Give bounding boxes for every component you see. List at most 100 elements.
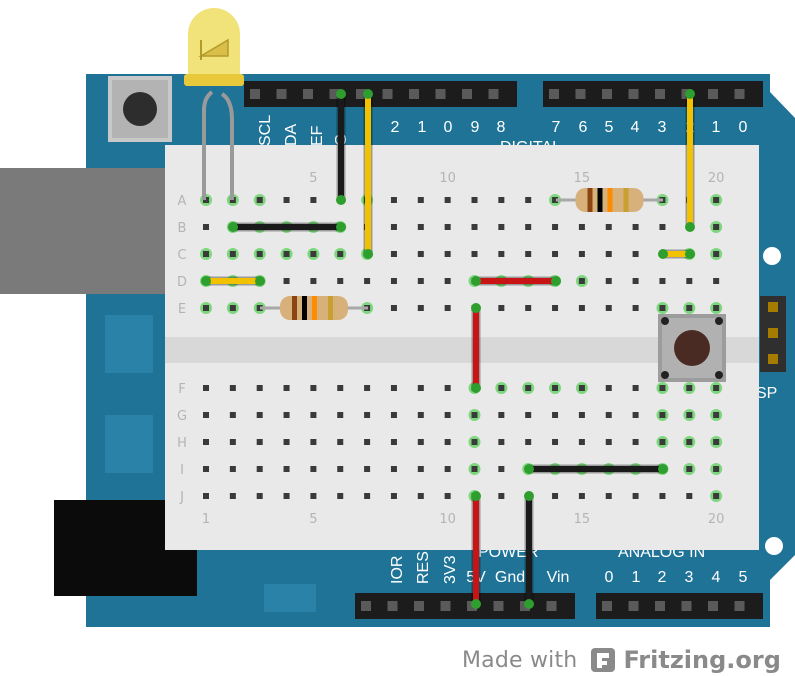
breadboard-hole[interactable]	[310, 251, 317, 257]
breadboard-hole[interactable]	[444, 224, 451, 230]
breadboard-hole[interactable]	[310, 412, 317, 418]
breadboard-hole[interactable]	[417, 493, 424, 499]
breadboard-hole[interactable]	[203, 466, 209, 472]
breadboard-hole[interactable]	[203, 439, 209, 445]
breadboard-hole[interactable]	[498, 466, 505, 472]
breadboard-hole[interactable]	[498, 439, 505, 445]
breadboard-hole[interactable]	[686, 466, 693, 472]
breadboard-hole[interactable]	[552, 412, 559, 418]
breadboard-hole[interactable]	[498, 385, 505, 391]
breadboard-hole[interactable]	[525, 412, 532, 418]
breadboard-hole[interactable]	[310, 466, 317, 472]
breadboard-hole[interactable]	[552, 224, 559, 230]
breadboard-hole[interactable]	[417, 305, 424, 311]
breadboard-hole[interactable]	[337, 412, 344, 418]
breadboard-hole[interactable]	[659, 224, 666, 230]
breadboard-hole[interactable]	[256, 466, 263, 472]
breadboard-hole[interactable]	[444, 493, 451, 499]
breadboard-hole[interactable]	[686, 439, 693, 445]
breadboard-hole[interactable]	[632, 493, 639, 499]
breadboard-hole[interactable]	[364, 493, 371, 499]
breadboard-hole[interactable]	[713, 305, 720, 311]
breadboard-hole[interactable]	[525, 224, 532, 230]
breadboard-hole[interactable]	[310, 439, 317, 445]
reset-button[interactable]	[108, 76, 172, 142]
resistor[interactable]	[260, 296, 368, 320]
breadboard-hole[interactable]	[605, 305, 612, 311]
breadboard-hole[interactable]	[337, 439, 344, 445]
breadboard-hole[interactable]	[203, 385, 209, 391]
breadboard-hole[interactable]	[578, 305, 585, 311]
breadboard-hole[interactable]	[229, 251, 236, 257]
breadboard-hole[interactable]	[283, 466, 290, 472]
breadboard-hole[interactable]	[686, 412, 693, 418]
breadboard-hole[interactable]	[203, 493, 209, 499]
breadboard-hole[interactable]	[390, 439, 397, 445]
breadboard-hole[interactable]	[364, 278, 371, 284]
breadboard-hole[interactable]	[417, 278, 424, 284]
breadboard-hole[interactable]	[578, 224, 585, 230]
breadboard-hole[interactable]	[632, 305, 639, 311]
breadboard-hole[interactable]	[390, 466, 397, 472]
breadboard-hole[interactable]	[229, 385, 236, 391]
breadboard-hole[interactable]	[552, 197, 559, 203]
breadboard-hole[interactable]	[417, 197, 424, 203]
breadboard-hole[interactable]	[283, 439, 290, 445]
breadboard-hole[interactable]	[471, 412, 478, 418]
breadboard-hole[interactable]	[605, 278, 612, 284]
breadboard-hole[interactable]	[632, 439, 639, 445]
breadboard-hole[interactable]	[552, 385, 559, 391]
breadboard-hole[interactable]	[498, 197, 505, 203]
breadboard-hole[interactable]	[605, 493, 612, 499]
breadboard-hole[interactable]	[498, 305, 505, 311]
breadboard-hole[interactable]	[471, 197, 478, 203]
breadboard-hole[interactable]	[686, 278, 693, 284]
breadboard-hole[interactable]	[390, 412, 397, 418]
breadboard-hole[interactable]	[659, 439, 666, 445]
breadboard-hole[interactable]	[390, 251, 397, 257]
breadboard-hole[interactable]	[578, 278, 585, 284]
breadboard-hole[interactable]	[444, 385, 451, 391]
resistor[interactable]	[556, 188, 663, 212]
breadboard-hole[interactable]	[552, 251, 559, 257]
push-button[interactable]	[658, 314, 726, 382]
breadboard-hole[interactable]	[578, 385, 585, 391]
breadboard-hole[interactable]	[390, 305, 397, 311]
breadboard-hole[interactable]	[229, 466, 236, 472]
breadboard-hole[interactable]	[417, 466, 424, 472]
breadboard-hole[interactable]	[632, 224, 639, 230]
breadboard-hole[interactable]	[498, 493, 505, 499]
breadboard-hole[interactable]	[686, 385, 693, 391]
breadboard-hole[interactable]	[256, 493, 263, 499]
breadboard-hole[interactable]	[283, 251, 290, 257]
breadboard-hole[interactable]	[471, 251, 478, 257]
breadboard-hole[interactable]	[364, 466, 371, 472]
breadboard-hole[interactable]	[659, 385, 666, 391]
breadboard-hole[interactable]	[713, 385, 720, 391]
breadboard-hole[interactable]	[525, 385, 532, 391]
breadboard-hole[interactable]	[337, 493, 344, 499]
breadboard-hole[interactable]	[471, 466, 478, 472]
breadboard-hole[interactable]	[605, 224, 612, 230]
breadboard-hole[interactable]	[417, 385, 424, 391]
breadboard-hole[interactable]	[256, 385, 263, 391]
breadboard-hole[interactable]	[417, 251, 424, 257]
breadboard-hole[interactable]	[337, 251, 344, 257]
breadboard-hole[interactable]	[283, 197, 290, 203]
breadboard-hole[interactable]	[444, 197, 451, 203]
breadboard-hole[interactable]	[632, 278, 639, 284]
breadboard-hole[interactable]	[310, 385, 317, 391]
breadboard-hole[interactable]	[203, 251, 209, 257]
breadboard-hole[interactable]	[390, 197, 397, 203]
breadboard-hole[interactable]	[444, 466, 451, 472]
breadboard-hole[interactable]	[203, 305, 209, 311]
breadboard-hole[interactable]	[417, 224, 424, 230]
breadboard-hole[interactable]	[525, 197, 532, 203]
breadboard-hole[interactable]	[659, 278, 666, 284]
breadboard-hole[interactable]	[256, 197, 263, 203]
breadboard-hole[interactable]	[229, 439, 236, 445]
breadboard-hole[interactable]	[283, 278, 290, 284]
breadboard-hole[interactable]	[578, 439, 585, 445]
breadboard-hole[interactable]	[203, 412, 209, 418]
breadboard-hole[interactable]	[632, 385, 639, 391]
